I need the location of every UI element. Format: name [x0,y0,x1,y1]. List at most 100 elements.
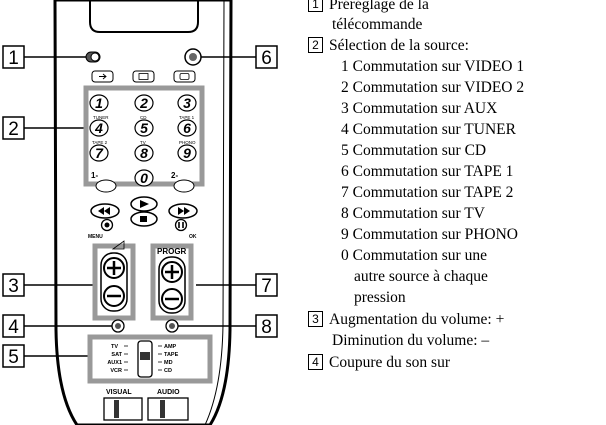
caption-cd: CD [140,115,147,120]
selector-tape: TAPE [164,352,179,358]
callout-4: 4 [8,317,19,338]
legend-sub-9: 9 Commutation sur PHONO [341,226,518,243]
legend-sub-4: 4 Commutation sur TUNER [341,121,516,138]
legend-number-box: 1 [308,0,323,12]
caption-tuner: TUNER [93,115,109,120]
key-6-label: 6 [183,120,191,136]
key-7-label: 7 [95,145,104,161]
caption-menu: MENU [88,234,103,240]
legend-item-3-text: Augmentation du volume: + [329,311,505,328]
key-8[interactable] [134,144,154,162]
key-4[interactable] [89,119,109,137]
visual-slider[interactable] [103,397,143,421]
callout-2: 2 [8,119,19,140]
pause-icon [178,222,184,228]
stop-icon [140,216,147,222]
record-icon [104,222,110,228]
legend-sub-3: 3 Commutation sur AUX [341,100,498,117]
caption-audio: AUDIO [157,389,180,396]
rewind-icon [98,207,110,215]
programme-controls: PROGR [157,247,187,314]
callout-1: 1 [8,48,19,69]
legend-sub-5: 5 Commutation sur CD [341,142,487,159]
legend-sub-7: 7 Commutation sur TAPE 2 [341,184,514,201]
fast-forward-icon [178,207,190,215]
key-1-label: 1 [95,95,103,111]
dash-keys: 1- 2- [91,171,195,193]
caption-tape2: TAPE 2 [92,140,108,145]
legend-item-1-text: Préréglage de la [329,0,429,13]
callout-box-4 [2,314,25,338]
transport-controls: MENU OK [88,196,198,240]
key-2-label: 2 [139,95,148,111]
key-8-label: 8 [140,145,148,161]
setup-switch[interactable] [85,51,101,63]
caption-2-minus: 2- [171,171,178,180]
tv-mode-icon [179,73,190,80]
callout-8: 8 [261,317,272,338]
power-button[interactable] [184,48,202,66]
play-icon [140,200,149,208]
visual-selector-knob [140,352,150,360]
key-2-minus[interactable] [173,179,195,193]
teletext-icon [138,73,149,80]
selector-ticks-left [124,345,128,371]
legend-sub-1: 1 Commutation sur VIDEO 1 [341,58,525,75]
legend-sub-0: 0 Commutation sur une [341,247,487,264]
display-icon [169,323,175,329]
selector-aux1: AUX1 [107,360,122,366]
callout-box-6 [255,45,278,69]
tv-mode-button[interactable] [173,70,196,83]
legend-item-1-line-2: télécommande [332,16,423,33]
callout-7: 7 [261,276,272,297]
legend-sub-0-cont-2: pression [354,289,406,306]
callout-box-8 [255,314,278,338]
source-selector: TV SAT AUX1 VCR AMP TAPE MD CD [107,340,179,378]
legend-sub-2: 2 Commutation sur VIDEO 2 [341,79,525,96]
programme-frame [150,243,194,321]
key-6[interactable] [177,119,197,137]
legend-item-2-text: Sélection de la source: [329,37,469,54]
legend-item-3-line-1: 3 Augmentation du volume: + [308,311,504,329]
caption-1-minus: 1- [91,171,98,180]
key-0[interactable] [134,169,154,187]
key-9[interactable] [177,144,197,162]
visual-slider-knob [114,400,119,418]
caption-tv: TV [140,140,146,145]
callout-box-5 [2,344,25,368]
caption-visual: VISUAL [106,389,132,396]
key-9-label: 9 [183,145,191,161]
selector-amp: AMP [164,344,177,350]
teletext-button[interactable] [132,70,155,83]
volume-controls [100,240,128,312]
key-1[interactable] [89,94,109,112]
setup-switch-knob [90,52,100,62]
audio-slider-knob [160,400,165,418]
legend-item-1-line-1: 1 Préréglage de la [308,0,429,14]
selector-tv: TV [111,344,118,350]
legend-item-3-line-2: Diminution du volume: – [332,332,490,349]
key-1-minus[interactable] [95,179,117,193]
key-2[interactable] [134,94,154,112]
caption-progr: PROGR [157,247,187,256]
key-7[interactable] [89,144,109,162]
caption-ok: OK [189,234,197,240]
selector-sat: SAT [111,352,122,358]
key-5[interactable] [134,119,154,137]
audio-slider[interactable] [147,397,189,421]
remote-body-inner-edge [62,0,225,425]
legend-item-4-text: Coupure du son sur [329,354,450,371]
key-3[interactable] [177,94,197,112]
bottom-selectors: VISUAL AUDIO [103,389,189,421]
callout-box-7 [255,273,278,297]
power-icon [189,53,197,61]
callout-box-1 [2,45,25,69]
selector-cd: CD [164,368,172,374]
legend-number-box: 3 [308,311,323,327]
selector-frame [87,334,213,384]
pause-button[interactable] [174,218,188,232]
